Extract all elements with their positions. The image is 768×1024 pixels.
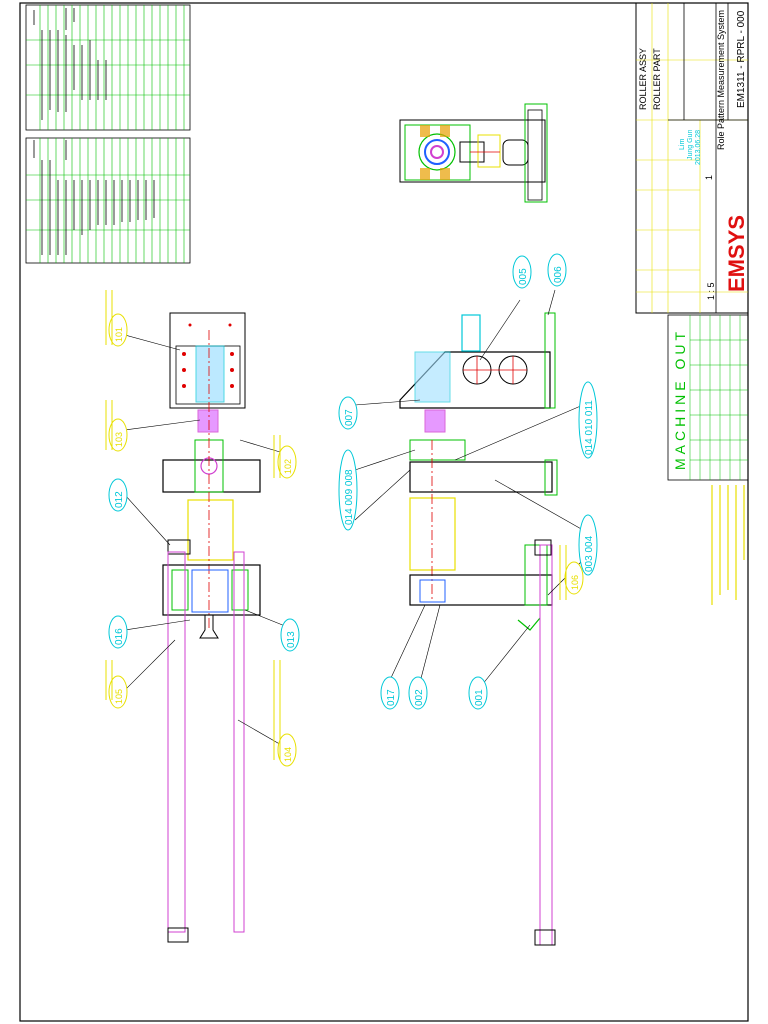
revision-table: MACHINE OUT [667, 314, 749, 481]
elevation-view [399, 312, 558, 946]
company-logo: EMSYS [724, 215, 749, 292]
callout-007: 007 [338, 396, 358, 430]
subassembly-callouts: 101 103 102 105 104 106 [108, 313, 584, 767]
notes-block [711, 485, 745, 605]
bom-table-1 [25, 4, 191, 131]
bom-table-2 [25, 137, 191, 264]
callout-102-label: 102 [283, 459, 293, 474]
drawing-date: 2013.06.28 [695, 130, 702, 165]
callout-002: 002 [408, 676, 428, 710]
callout-017-label: 017 [386, 689, 397, 706]
callout-104-label: 104 [283, 747, 293, 762]
callout-012-label: 012 [114, 491, 125, 508]
scale-value: 1 : 5 [706, 282, 716, 300]
quantity-value: 1 [704, 175, 714, 180]
callout-103: 103 [108, 418, 128, 452]
callout-105: 105 [108, 675, 128, 709]
title-block: ROLLER ASSY ROLLER PART Role Pattern Mea… [635, 2, 749, 314]
callout-101: 101 [108, 313, 128, 347]
callout-003-004: 003 004 [578, 514, 598, 576]
callout-014-010-011: 014 010 011 [578, 381, 598, 459]
callout-017: 017 [380, 676, 400, 710]
subassembly-descriptions [105, 290, 567, 760]
callout-016-label: 016 [114, 628, 125, 645]
leader-lines [124, 289, 584, 751]
callout-001-label: 001 [474, 689, 485, 706]
plan-view [162, 312, 261, 943]
callout-106: 106 [564, 561, 584, 595]
end-view [399, 103, 548, 203]
designer-name-2: Jung Gun [687, 130, 694, 160]
callout-007-label: 007 [344, 409, 355, 426]
callout-013: 013 [280, 618, 300, 652]
callout-003-004-label: 003 004 [584, 535, 595, 572]
machine-out-label: MACHINE OUT [672, 328, 688, 470]
callout-104: 104 [277, 733, 297, 767]
callout-006: 006 [547, 253, 567, 287]
callouts: 001 002 017 003 004 005 006 007 014 009 [108, 253, 598, 710]
callout-106-label: 106 [570, 575, 580, 590]
callout-016: 016 [108, 615, 128, 649]
callout-002-label: 002 [414, 689, 425, 706]
callout-014-009-008: 014 009 008 [338, 449, 358, 531]
callout-006-label: 006 [553, 266, 564, 283]
callout-101-label: 101 [114, 327, 124, 342]
part-title-2: ROLLER PART [652, 48, 662, 110]
sheet-border [19, 2, 749, 1022]
callout-005-label: 005 [518, 268, 529, 285]
callout-012: 012 [108, 478, 128, 512]
callout-001: 001 [468, 676, 488, 710]
callout-014-009-008-label: 014 009 008 [344, 469, 355, 525]
callout-103-label: 103 [114, 432, 124, 447]
designer-name-1: Lim [679, 139, 686, 150]
callout-105-label: 105 [114, 689, 124, 704]
callout-005: 005 [512, 255, 532, 289]
callout-102: 102 [277, 445, 297, 479]
callout-014-010-011-label: 014 010 011 [584, 400, 595, 455]
callout-013-label: 013 [286, 631, 297, 648]
drawing-number: EM1311 - RPRL - 000 [736, 10, 747, 108]
part-title-1: ROLLER ASSY [638, 48, 648, 110]
project-name: Role Pattern Measurement System [716, 10, 726, 150]
